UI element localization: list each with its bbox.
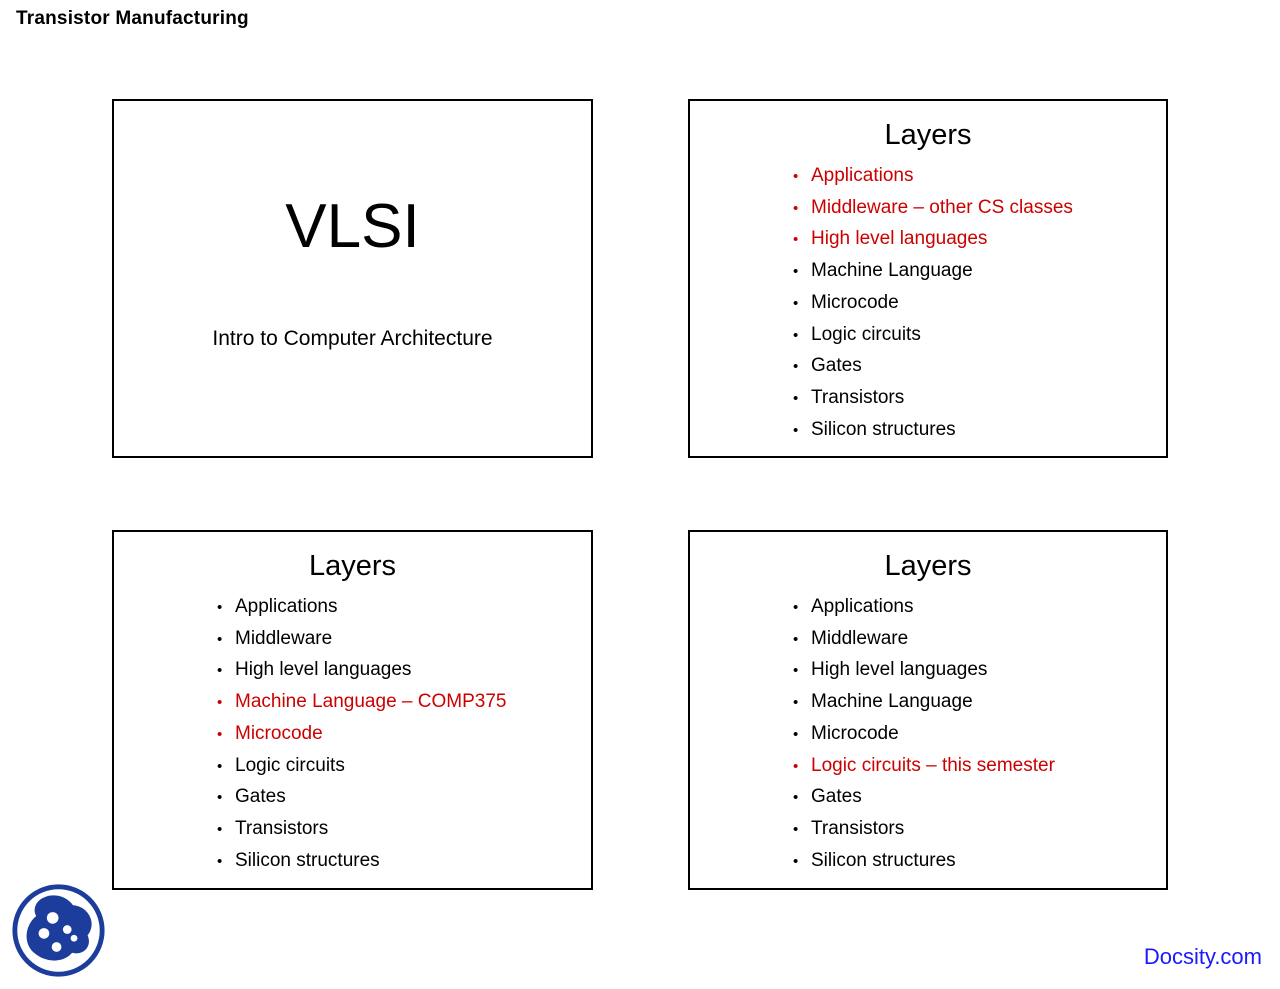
bullet-icon: • xyxy=(217,820,223,838)
bullet-icon: • xyxy=(793,263,799,281)
bullet-text: Middleware – other CS classes xyxy=(811,196,1073,218)
bullet-text: Gates xyxy=(811,355,862,377)
bullet-icon: • xyxy=(793,294,799,312)
bullet-item: • Machine Language – COMP375 xyxy=(217,687,591,719)
bullet-text: Silicon structures xyxy=(235,849,380,871)
bullet-icon: • xyxy=(793,694,799,712)
bullet-item: • Microcode xyxy=(793,719,1166,751)
bullet-text: Middleware xyxy=(235,627,333,649)
bullet-item: • Logic circuits xyxy=(793,320,1166,352)
bullet-item: • Transistors xyxy=(793,814,1166,846)
bullet-text: High level languages xyxy=(811,228,988,250)
bullet-icon: • xyxy=(793,789,799,807)
bullet-icon: • xyxy=(793,199,799,217)
bullet-item: • Gates xyxy=(217,782,591,814)
slide-subtitle: Intro to Computer Architecture xyxy=(212,327,493,350)
bullet-text: Gates xyxy=(811,786,862,808)
bullet-text: Middleware xyxy=(811,627,909,649)
bullet-text: Machine Language xyxy=(811,691,973,713)
bullet-icon: • xyxy=(793,231,799,249)
docsity-watermark-link[interactable]: Docsity.com xyxy=(1143,944,1262,969)
bullet-icon: • xyxy=(217,725,223,743)
bullet-text: Silicon structures xyxy=(811,418,956,440)
bullet-item: • Applications xyxy=(793,161,1166,193)
bullet-item: • Applications xyxy=(793,592,1166,624)
bullet-icon: • xyxy=(793,168,799,185)
bullet-list: • Applications • Middleware • High level lang… xyxy=(793,592,1166,877)
slide-heading: Layers xyxy=(308,550,397,582)
bullet-list: • Applications • Middleware • High level lang… xyxy=(217,592,591,877)
bullet-icon: • xyxy=(217,789,223,807)
bullet-text: High level languages xyxy=(811,659,988,681)
bullet-item: • Silicon structures xyxy=(217,846,591,878)
bullet-icon: • xyxy=(793,389,799,407)
bullet-icon: • xyxy=(793,421,799,439)
bullet-item: • Logic circuits – this semester xyxy=(793,751,1166,783)
bullet-item: • Gates xyxy=(793,782,1166,814)
bullet-text: Applications xyxy=(811,165,914,186)
bullet-text: Machine Language xyxy=(811,260,973,282)
bullet-item: • Microcode xyxy=(217,719,591,751)
bullet-item: • Applications xyxy=(217,592,591,624)
bullet-icon: • xyxy=(793,757,799,775)
bullet-item: • Middleware xyxy=(217,624,591,656)
bullet-icon: • xyxy=(217,757,223,775)
slide-main-title: VLSI xyxy=(285,192,420,261)
page-title: Transistor Manufacturing xyxy=(16,8,249,29)
bullet-text: Logic circuits xyxy=(811,323,921,345)
bullet-icon: • xyxy=(793,358,799,376)
bullet-item: • Machine Language xyxy=(793,256,1166,288)
bullet-item: • High level languages xyxy=(217,655,591,687)
bullet-text: Transistors xyxy=(811,817,905,839)
bullet-text: Gates xyxy=(235,786,286,808)
bullet-item: • Middleware – other CS classes xyxy=(793,193,1166,225)
bullet-text: High level languages xyxy=(235,659,412,681)
bullet-text: Microcode xyxy=(811,722,899,744)
slide-layers-bottom-right: Layers • Applications • Middleware • High lev… xyxy=(688,530,1168,890)
bullet-item: • Middleware xyxy=(793,624,1166,656)
bullet-text: Machine Language – COMP375 xyxy=(235,691,507,713)
bullet-icon: • xyxy=(793,725,799,743)
bullet-text: Microcode xyxy=(235,722,323,744)
slide-heading: Layers xyxy=(884,119,972,151)
bullet-item: • Machine Language xyxy=(793,687,1166,719)
bullet-icon: • xyxy=(217,852,223,870)
docsity-logo-icon xyxy=(12,884,105,977)
bullet-icon: • xyxy=(793,630,799,648)
bullet-text: Applications xyxy=(811,596,914,617)
bullet-icon: • xyxy=(793,599,799,616)
bullet-item: • Silicon structures xyxy=(793,846,1166,878)
bullet-text: Transistors xyxy=(811,386,905,408)
bullet-text: Transistors xyxy=(235,817,329,839)
bullet-icon: • xyxy=(793,852,799,870)
bullet-icon: • xyxy=(793,326,799,344)
bullet-item: • High level languages xyxy=(793,655,1166,687)
bullet-icon: • xyxy=(793,820,799,838)
bullet-text: Silicon structures xyxy=(811,849,956,871)
slide-layers-top-right: Layers • Applications • Middleware – other … xyxy=(688,99,1168,458)
bullet-text: Microcode xyxy=(811,291,899,313)
slide-layers-bottom-left: Layers • Applications • Middleware • High lev… xyxy=(112,530,593,890)
bullet-text: Logic circuits – this semester xyxy=(811,754,1055,776)
bullet-icon: • xyxy=(793,662,799,680)
bullet-item: • Logic circuits xyxy=(217,751,591,783)
bullet-item: • Gates xyxy=(793,351,1166,383)
bullet-list: • Applications • Middleware – other CS clas… xyxy=(793,161,1166,446)
bullet-item: • Silicon structures xyxy=(793,415,1166,447)
slide-title-vlsi: VLSI Intro to Computer Architecture xyxy=(112,99,593,458)
bullet-icon: • xyxy=(217,630,223,648)
bullet-item: • Transistors xyxy=(217,814,591,846)
bullet-item: • High level languages xyxy=(793,224,1166,256)
bullet-text: Logic circuits xyxy=(235,754,345,776)
bullet-item: • Microcode xyxy=(793,288,1166,320)
bullet-item: • Transistors xyxy=(793,383,1166,415)
bullet-icon: • xyxy=(217,694,223,712)
slide-heading: Layers xyxy=(884,550,972,582)
bullet-icon: • xyxy=(217,662,223,680)
bullet-icon: • xyxy=(217,599,223,616)
bullet-text: Applications xyxy=(235,596,338,617)
